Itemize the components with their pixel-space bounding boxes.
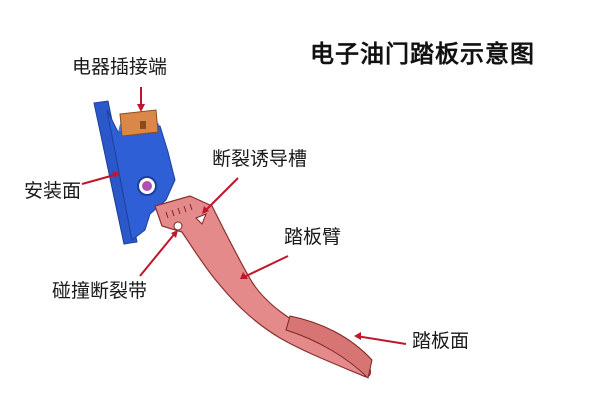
collision-band-dot <box>173 221 183 231</box>
label-pedal-face: 踏板面 <box>412 330 470 352</box>
label-pedal-arm: 踏板臂 <box>284 226 342 248</box>
leader-arrowheads <box>112 104 361 340</box>
connector-pin <box>140 121 146 129</box>
fracture-groove-leader <box>203 177 239 213</box>
pedal-face <box>285 315 373 379</box>
pedal-arm <box>154 195 372 378</box>
label-fracture-groove: 断裂诱导槽 <box>212 148 308 170</box>
label-connector: 电器插接端 <box>72 56 168 78</box>
collision-band-leader <box>139 231 177 277</box>
electrical-connector <box>119 109 159 137</box>
pedal-face-leader <box>355 335 407 345</box>
pedal-arm-leader <box>241 255 289 279</box>
groove-arrow-mark <box>195 213 207 225</box>
fracture-ticks <box>165 203 193 219</box>
pivot-center <box>142 181 152 191</box>
label-collision-band: 碰撞断裂带 <box>52 280 148 302</box>
label-mounting-face: 安装面 <box>24 180 82 202</box>
mounting-face-leader <box>81 173 119 185</box>
diagram-title: 电子油门踏板示意图 <box>310 40 535 68</box>
